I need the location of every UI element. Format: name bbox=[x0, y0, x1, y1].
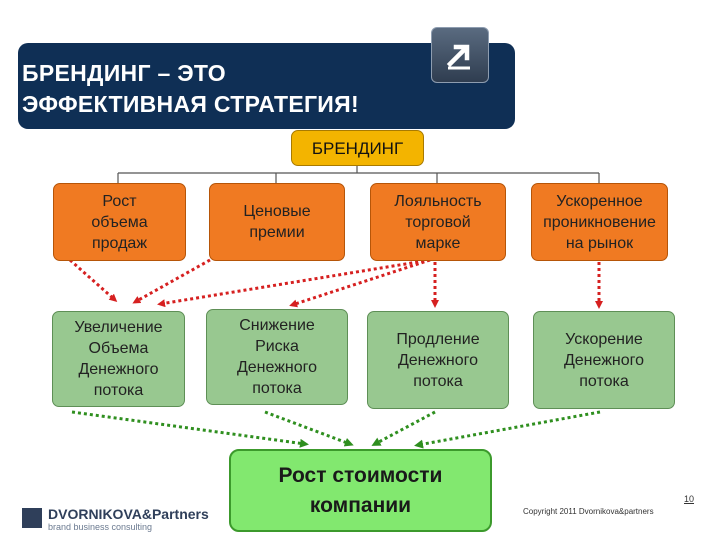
arrow-loyalty-to-risk bbox=[289, 258, 431, 308]
box-line: Продление bbox=[396, 330, 480, 348]
box-line: Ускорение bbox=[565, 330, 643, 348]
arrow-acceleration-to-value bbox=[414, 410, 601, 449]
arrow-cashflow-to-value bbox=[71, 410, 309, 448]
box-line: Денежного bbox=[236, 359, 318, 376]
box-line: Ценовые bbox=[243, 203, 311, 220]
cashflow-increase-box: Увеличение Объема Денежного потока bbox=[52, 311, 185, 407]
box-line: Денежного bbox=[563, 351, 645, 369]
box-line: Объема bbox=[88, 340, 149, 357]
title-line-2: ЭФФЕКТИВНАЯ СТРАТЕГИЯ! bbox=[22, 91, 359, 117]
box-line: потока bbox=[413, 372, 463, 390]
box-line: объема bbox=[91, 213, 148, 231]
company-value-box: Рост стоимости компании bbox=[229, 449, 492, 532]
box-line: Риска bbox=[255, 338, 299, 355]
box-line: проникновение bbox=[543, 213, 656, 231]
box-line: Ускоренное bbox=[556, 192, 643, 210]
tree-lines bbox=[117, 166, 600, 183]
cashflow-acceleration-box: Ускорение Денежного потока bbox=[533, 311, 675, 409]
sales-growth-box: Рост объема продаж bbox=[53, 183, 186, 261]
root-label: БРЕНДИНГ bbox=[311, 138, 404, 158]
box-line: продаж bbox=[91, 234, 148, 252]
box-line: потока bbox=[252, 380, 302, 397]
cashflow-extension-box: Продление Денежного потока bbox=[367, 311, 509, 409]
slide-title: БРЕНДИНГ – ЭТО ЭФФЕКТИВНАЯ СТРАТЕГИЯ! bbox=[22, 58, 482, 120]
box-line: Рост bbox=[102, 192, 137, 210]
box-line: торговой bbox=[405, 213, 471, 231]
box-line: марке bbox=[415, 234, 461, 252]
logo-mark-icon bbox=[22, 508, 42, 528]
copyright-text: Copyright 2011 Dvornikova&partners bbox=[523, 507, 654, 516]
box-line: компании bbox=[309, 493, 412, 517]
branding-root-box: БРЕНДИНГ bbox=[291, 130, 424, 166]
logo-name: DVORNIKOVA&Partners bbox=[48, 506, 209, 522]
arrow-premium-to-cashflow bbox=[132, 258, 211, 304]
risk-reduction-box: Снижение Риска Денежного потока bbox=[206, 309, 348, 405]
arrow-extension-to-value bbox=[371, 410, 436, 446]
arrow-loyalty-to-cashflow bbox=[157, 258, 431, 308]
page-number[interactable]: 10 bbox=[684, 494, 695, 504]
box-line: Лояльность bbox=[394, 192, 482, 210]
box-line: Денежного bbox=[78, 361, 159, 378]
box-line: потока bbox=[579, 372, 629, 390]
box-line: Денежного bbox=[397, 351, 479, 369]
box-line: Снижение bbox=[239, 317, 315, 334]
red-arrows bbox=[69, 258, 603, 309]
arrow-risk-to-value bbox=[264, 410, 354, 447]
price-premium-box: Ценовые премии bbox=[209, 183, 345, 261]
title-line-1: БРЕНДИНГ – ЭТО bbox=[22, 60, 226, 86]
green-arrows bbox=[71, 410, 601, 449]
box-line: на рынок bbox=[565, 234, 634, 252]
market-penetration-box: Ускоренное проникновение на рынок bbox=[531, 183, 668, 261]
box-line: Рост стоимости bbox=[278, 463, 443, 487]
box-line: премии bbox=[249, 224, 305, 241]
brand-loyalty-box: Лояльность торговой марке bbox=[370, 183, 506, 261]
company-logo: DVORNIKOVA&Partners brand business consu… bbox=[22, 506, 222, 532]
logo-tagline: brand business consulting bbox=[48, 522, 153, 532]
arrow-sales-to-cashflow bbox=[69, 258, 118, 302]
arrow-up-right-icon bbox=[431, 27, 489, 83]
box-line: Увеличение bbox=[74, 319, 163, 336]
box-line: потока bbox=[93, 382, 144, 399]
